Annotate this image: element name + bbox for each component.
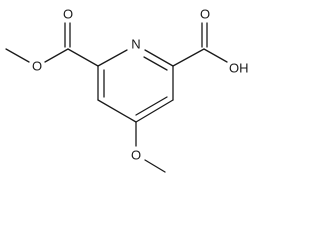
bond-c4-c5 xyxy=(135,99,174,123)
methoxy-group: O xyxy=(131,121,166,173)
bond-n-c6-inner xyxy=(143,56,168,71)
bond-c4-c5-inner xyxy=(135,96,168,116)
bond-oxygen-methyl xyxy=(5,48,30,63)
bond-methoxy-oxygen-methyl xyxy=(144,159,166,173)
ester-carbonyl-oxygen-label: O xyxy=(63,7,73,22)
bond-n-c2 xyxy=(97,49,128,67)
ester-ether-oxygen-label: O xyxy=(32,59,42,74)
bond-c6-acid-carbon xyxy=(172,48,205,67)
methyl-ester-group: O O xyxy=(5,7,99,74)
carboxylic-acid-group: O OH xyxy=(172,7,249,76)
bond-acid-carbon-hydroxyl xyxy=(203,48,228,63)
methoxy-oxygen-label: O xyxy=(131,148,141,163)
ring-nitrogen-label: N xyxy=(131,37,140,52)
bond-ester-carbon-oxygen xyxy=(44,48,69,63)
bond-n-c6 xyxy=(144,49,174,67)
acid-hydroxyl-label: OH xyxy=(229,61,249,76)
bond-c3-c4 xyxy=(97,99,137,123)
acid-carbonyl-oxygen-label: O xyxy=(200,7,210,22)
bond-c2-ester-carbon xyxy=(67,48,99,67)
pyridine-ring xyxy=(97,49,174,123)
chemical-structure: O O O OH N O xyxy=(5,7,249,173)
